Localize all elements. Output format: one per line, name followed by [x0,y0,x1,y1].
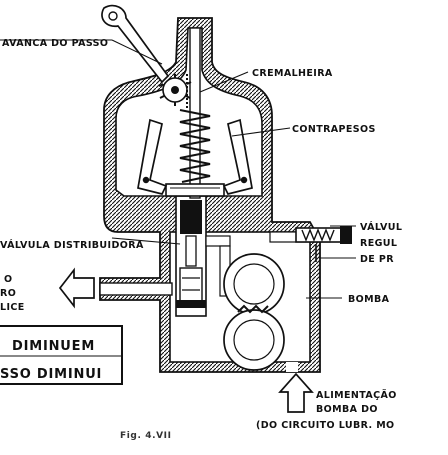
output-arrow [58,267,95,309]
distributor-valve [175,195,231,317]
label-valvula-reguladora-1: VÁLVUL [360,221,402,233]
label-valvula-reguladora-2: REGUL [360,238,397,249]
spring [179,109,211,183]
leader-lines [0,39,356,299]
label-alimentacao-2: BOMBA DO [316,404,378,415]
note-line-1: DIMINUEM [12,339,95,354]
pitch-lever [101,4,170,84]
figure-caption: Fig. 4.VII [120,431,172,441]
label-bomba: BOMBA [348,294,390,305]
label-left-3: LICE [0,302,25,313]
label-valvula-distribuidora: VÁLVULA DISTRIBUIDORA [0,239,144,251]
label-left-1: O [4,274,12,285]
label-alimentacao-1: ALIMENTAÇÃO [316,390,397,401]
relief-valve [295,226,352,262]
inlet-arrow [278,372,314,413]
rack-pinion [158,74,192,110]
label-avanca-do-passo: AVANCA DO PASSO [2,38,108,49]
note-box [0,325,123,385]
flyweights [137,118,253,195]
label-valvula-reguladora-3: DE PR [360,254,394,265]
label-alimentacao-3: (DO CIRCUITO LUBR. MO [256,420,395,431]
label-left-2: RO [0,288,16,299]
pump-gears [223,253,285,371]
label-cremalheira: CREMALHEIRA [252,68,333,79]
spring-seat [165,183,225,197]
note-line-2: SSO DIMINUI [0,367,102,382]
label-contrapesos: CONTRAPESOS [292,124,376,135]
